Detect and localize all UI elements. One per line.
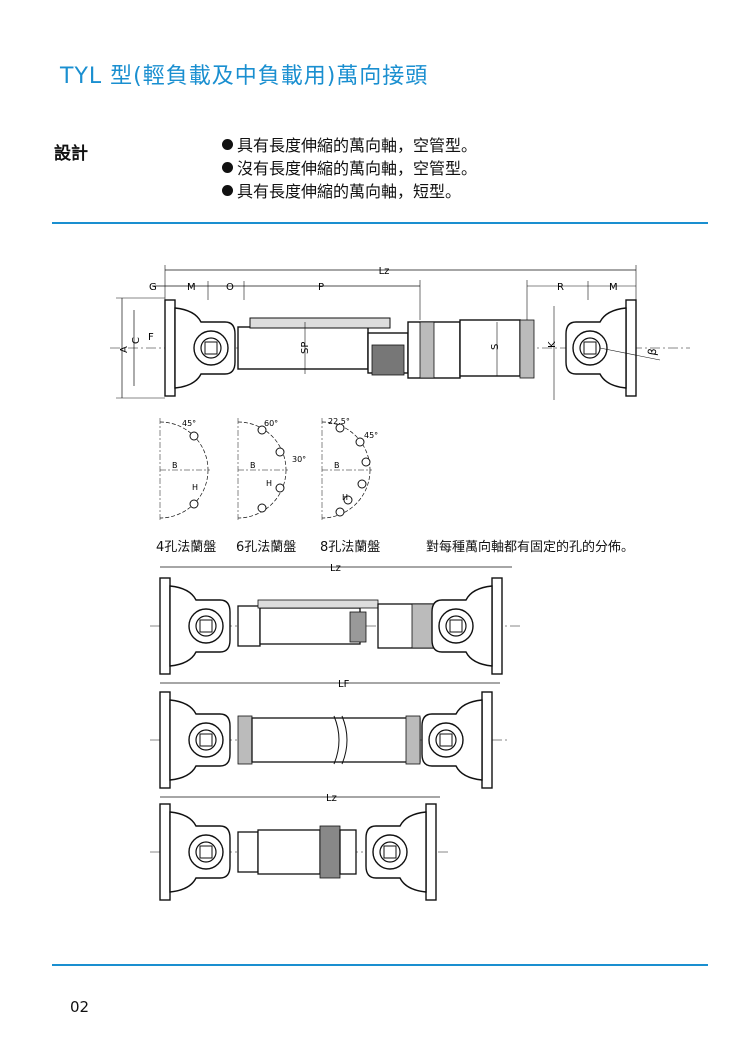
dim-k: K	[547, 341, 558, 348]
short-shaft-drawing: Lz	[150, 793, 450, 901]
dim-h: H	[192, 483, 198, 492]
flange-6-hole-diagram: 60° 30° B H	[237, 418, 306, 520]
dim-b: B	[250, 461, 256, 470]
dim-lf: LF	[338, 679, 350, 690]
flange-label-6: 6孔法蘭盤	[236, 540, 297, 555]
angle-label: 22.5°	[328, 417, 350, 426]
flange-4-hole-diagram: 45° B H	[159, 418, 210, 520]
dim-s: S	[490, 344, 501, 350]
flange-label-8: 8孔法蘭盤	[320, 540, 381, 555]
dim-a: A	[119, 346, 130, 353]
header-divider	[52, 222, 708, 224]
angle-label: 45°	[182, 419, 196, 428]
dim-h: H	[266, 479, 272, 488]
fixed-length-shaft-drawing: LF	[150, 679, 510, 789]
dim-f: F	[148, 332, 154, 343]
design-label: 設計	[54, 144, 88, 164]
dim-lz: Lz	[379, 266, 390, 277]
telescopic-shaft-drawing: Lz	[150, 563, 520, 675]
dim-o: O	[226, 282, 234, 293]
design-bullet: 沒有長度伸縮的萬向軸，空管型。	[222, 157, 477, 180]
design-bullet: 具有長度伸縮的萬向軸，短型。	[222, 180, 477, 203]
bullet-dot-icon	[222, 139, 233, 150]
flange-8-hole-diagram: 22.5° 45° B H	[321, 417, 378, 520]
dim-m-right: M	[609, 282, 618, 293]
dim-beta: β	[646, 347, 660, 356]
dim-r: R	[557, 282, 564, 293]
hole-distribution-note: 對每種萬向軸都有固定的孔的分佈。	[426, 540, 635, 555]
dim-lz-2: Lz	[326, 793, 337, 804]
dim-sp: SP	[300, 342, 311, 354]
footer-divider	[52, 964, 708, 966]
bullet-dot-icon	[222, 185, 233, 196]
main-shaft-drawing: Lz G M O P R M A C F	[110, 265, 690, 400]
flange-label-4: 4孔法蘭盤	[156, 540, 217, 555]
angle-label: 30°	[292, 455, 306, 464]
page-title: TYL 型(輕負載及中負載用)萬向接頭	[60, 64, 429, 89]
dim-lz-1: Lz	[330, 563, 341, 574]
dim-c: C	[131, 337, 142, 344]
page-number: 02	[70, 998, 90, 1016]
dim-g: G	[149, 282, 157, 293]
angle-label: 60°	[264, 419, 278, 428]
dim-m-left: M	[187, 282, 196, 293]
dim-p: P	[318, 282, 324, 293]
dim-b: B	[334, 461, 340, 470]
dim-h: H	[342, 493, 348, 502]
bullet-dot-icon	[222, 162, 233, 173]
design-bullet: 具有長度伸縮的萬向軸，空管型。	[222, 134, 477, 157]
dim-b: B	[172, 461, 178, 470]
design-bullet-list: 具有長度伸縮的萬向軸，空管型。 沒有長度伸縮的萬向軸，空管型。 具有長度伸縮的萬…	[222, 134, 477, 203]
angle-label: 45°	[364, 431, 378, 440]
